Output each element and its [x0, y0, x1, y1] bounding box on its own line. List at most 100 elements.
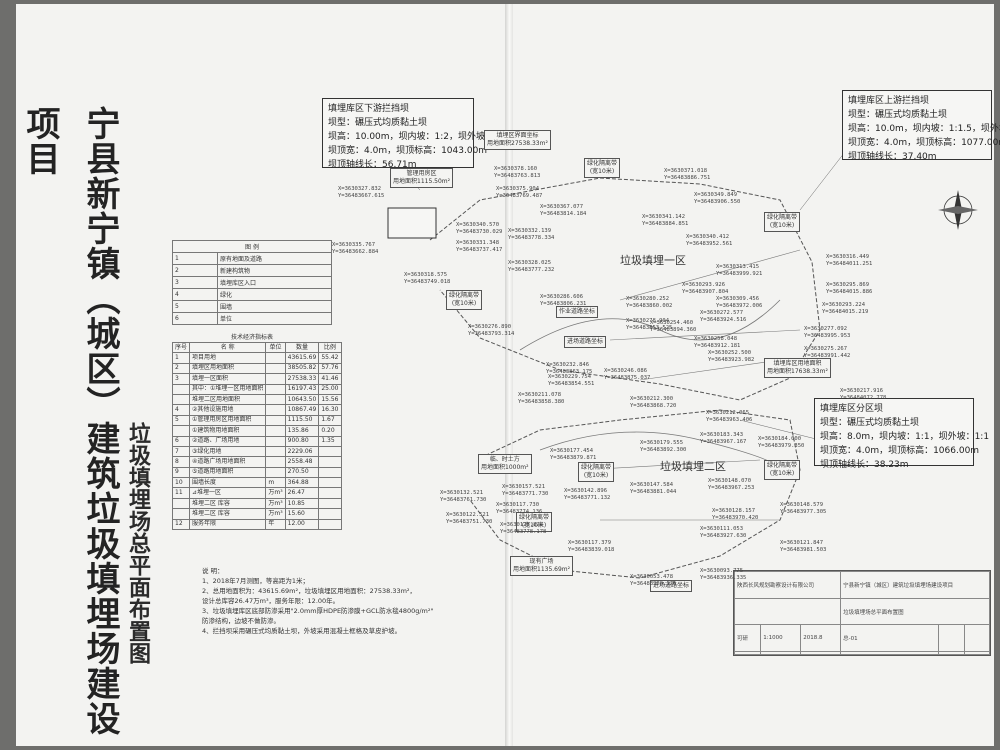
- coordinate-x: X=3630276.890: [468, 324, 512, 330]
- table-cell: 1115.50: [284, 414, 320, 427]
- table-cell: 900.80: [284, 435, 320, 447]
- table-cell: 15.56: [318, 393, 342, 406]
- green-belt-label: 绿化隔离带(宽10米): [584, 158, 621, 178]
- table-cell: [265, 352, 286, 364]
- coordinate-x: X=3630332.139: [508, 228, 552, 234]
- landfill-area-label: 填埋库区用地面积用地面积17638.33m²: [764, 358, 831, 378]
- coordinate-y: Y=36483979.350: [758, 443, 805, 449]
- coordinate-y: Y=36483892.300: [640, 447, 687, 453]
- table-cell: 10643.50: [284, 393, 320, 406]
- zone2-label: 垃圾填埋二区: [660, 460, 726, 473]
- coordinate-y: Y=36483778.334: [508, 235, 555, 241]
- table-cell: 5: [171, 414, 191, 427]
- coordinate-y: Y=36483814.184: [540, 211, 587, 217]
- coordinate-x: X=3630371.018: [664, 168, 708, 174]
- coordinate-y: Y=36483662.884: [332, 249, 379, 255]
- divider-line: [639, 359, 781, 381]
- table-cell: [265, 425, 286, 437]
- coordinate-x: X=3630212.065: [706, 410, 750, 416]
- table-cell: ⑤道路用地面积: [189, 466, 267, 479]
- coordinate-x: X=3630280.252: [626, 296, 670, 302]
- coordinate-y: Y=36483858.380: [518, 399, 565, 405]
- coordinate-y: Y=36483967.167: [700, 439, 747, 445]
- coordinate-x: X=3630217.916: [840, 388, 884, 394]
- coordinate-x: X=3630179.555: [640, 440, 684, 446]
- coordinate-x: X=3630157.521: [502, 484, 546, 490]
- coordinate-x: X=3630148.579: [780, 502, 824, 508]
- coordinate-y: Y=36483906.550: [694, 199, 741, 205]
- table-cell: 堆埋二区 库容: [189, 497, 267, 510]
- entry-road-label: 进场道路坐标: [564, 336, 607, 348]
- coordinate-y: Y=36483991.442: [804, 353, 851, 359]
- table-cell: 6: [171, 435, 191, 447]
- office-area-label: 管理用房区用地面积1115.50m²: [390, 168, 454, 188]
- table-cell: 服务年限: [189, 518, 267, 531]
- table-cell: 270.50: [284, 466, 320, 479]
- table-cell: 填埋一区面积: [189, 373, 267, 385]
- coordinate-y: Y=36483923.982: [708, 357, 755, 363]
- coordinate-x: X=3630378.160: [494, 166, 538, 172]
- green-belt-label: 绿化隔离带(宽10米): [446, 290, 483, 310]
- table-cell: 41.46: [318, 373, 342, 385]
- coordinate-y: Y=36483894.360: [650, 327, 697, 333]
- table-cell: [171, 393, 191, 406]
- table-cell: 其中：①堆埋一区用地面积: [189, 383, 267, 395]
- table-cell: ①建筑物用地面积: [189, 425, 267, 437]
- coordinate-y: Y=36483999.921: [716, 271, 763, 277]
- coordinate-y: Y=36483977.305: [780, 509, 827, 515]
- coordinate-x: X=3630341.142: [642, 214, 686, 220]
- coordinate-x: X=3630340.412: [686, 234, 730, 240]
- coordinate-y: Y=36483806.231: [540, 301, 587, 307]
- coordinate-x: X=3630142.896: [564, 488, 608, 494]
- company-name: 陕西长风规划勘察设计有限公司: [733, 571, 842, 599]
- coordinate-y: Y=36483763.813: [494, 173, 541, 179]
- table-cell: 27538.33: [284, 373, 320, 385]
- office-building: [387, 207, 437, 239]
- coordinate-y: Y=36483839.018: [568, 547, 615, 553]
- table-cell: 9: [171, 466, 191, 479]
- coordinate-x: X=3630117.730: [496, 502, 540, 508]
- coordinate-x: X=3630286.606: [540, 294, 584, 300]
- coordinate-y: Y=36483924.516: [700, 317, 747, 323]
- upper-dam-spec: 填埋库区上游拦挡坝 坝型：碾压式均质黏土坝 坝高：10.0m，坝内坡：1:1.5…: [842, 90, 1000, 162]
- partition-dam-spec: 填埋库区分区坝 坝型：碾压式均质黏土坝 坝高：8.0m，坝内坡：1:1，坝外坡：…: [814, 398, 989, 470]
- table-cell: 7: [171, 445, 191, 458]
- coordinate-y: Y=36483749.018: [404, 279, 451, 285]
- coordinate-x: X=3630309.456: [716, 296, 760, 302]
- indicators-title: 技术经济指标表: [230, 334, 273, 341]
- coordinate-y: Y=36483730.029: [456, 229, 503, 235]
- table-cell: [265, 456, 286, 468]
- coordinate-x: X=3630349.849: [694, 192, 738, 198]
- coordinate-x: X=3630316.449: [826, 254, 870, 260]
- table-cell: [318, 487, 342, 499]
- coordinate-y: Y=36484015.219: [822, 309, 869, 315]
- table-cell: 3: [171, 373, 191, 385]
- coordinate-x: X=3630318.575: [404, 272, 448, 278]
- drawing-subtitle: 垃圾填埋场总平面布置图: [125, 422, 151, 664]
- coordinate-y: Y=36483995.953: [804, 333, 851, 339]
- coordinate-x: X=3630335.767: [332, 242, 376, 248]
